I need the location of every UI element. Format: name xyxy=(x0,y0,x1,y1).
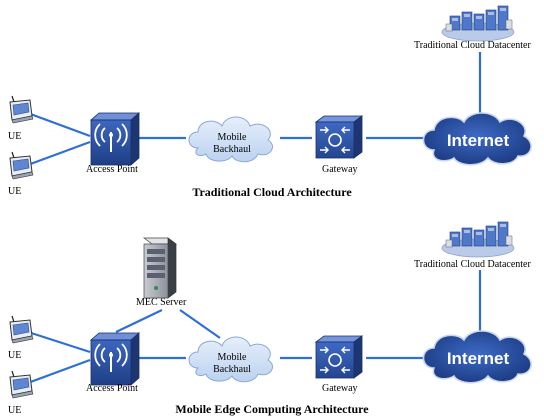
ue-label: UE xyxy=(8,350,21,361)
section-title: Traditional Cloud Architecture xyxy=(192,185,352,199)
link-ap-mec xyxy=(115,309,163,333)
ue-phone-icon xyxy=(9,315,34,344)
backhaul-label-line1: Mobile xyxy=(218,352,247,363)
internet-label: Internet xyxy=(447,131,510,150)
gateway-icon xyxy=(315,115,363,159)
link-mec-backhaul xyxy=(179,309,221,339)
ue-phone-icon xyxy=(9,95,34,124)
access-point-label: Access Point xyxy=(86,383,138,394)
access-point-icon xyxy=(90,112,140,166)
section-title: Mobile Edge Computing Architecture xyxy=(175,402,369,416)
datacenter-label: Traditional Cloud Datacenter xyxy=(414,259,531,270)
traditional-cloud-section: UE UE Access Point Mobile Backhaul Gatew… xyxy=(8,5,532,199)
gateway-label: Gateway xyxy=(322,383,358,394)
access-point-label: Access Point xyxy=(86,164,138,175)
internet-label: Internet xyxy=(447,349,510,368)
link-ue1-ap xyxy=(24,329,91,354)
ue-label: UE xyxy=(8,186,21,197)
datacenter-icon xyxy=(441,5,515,42)
gateway-icon xyxy=(315,335,363,379)
ue-label: UE xyxy=(8,131,21,142)
mec-section: UE UE MEC Server Access Point Mobile Bac… xyxy=(8,221,532,416)
mec-server-label: MEC Server xyxy=(136,297,187,308)
link-ue2-ap xyxy=(24,358,91,386)
ue-phone-icon xyxy=(9,151,34,180)
ue-label: UE xyxy=(8,405,21,416)
link-ue2-ap xyxy=(24,140,91,168)
link-ue1-ap xyxy=(24,110,91,138)
backhaul-label-line2: Backhaul xyxy=(213,364,251,375)
backhaul-label-line2: Backhaul xyxy=(213,144,251,155)
access-point-icon xyxy=(90,332,140,386)
gateway-label: Gateway xyxy=(322,164,358,175)
backhaul-label-line1: Mobile xyxy=(218,132,247,143)
ue-phone-icon xyxy=(9,370,34,399)
mec-server-icon xyxy=(143,237,177,299)
datacenter-label: Traditional Cloud Datacenter xyxy=(414,40,531,51)
datacenter-icon xyxy=(441,221,515,258)
